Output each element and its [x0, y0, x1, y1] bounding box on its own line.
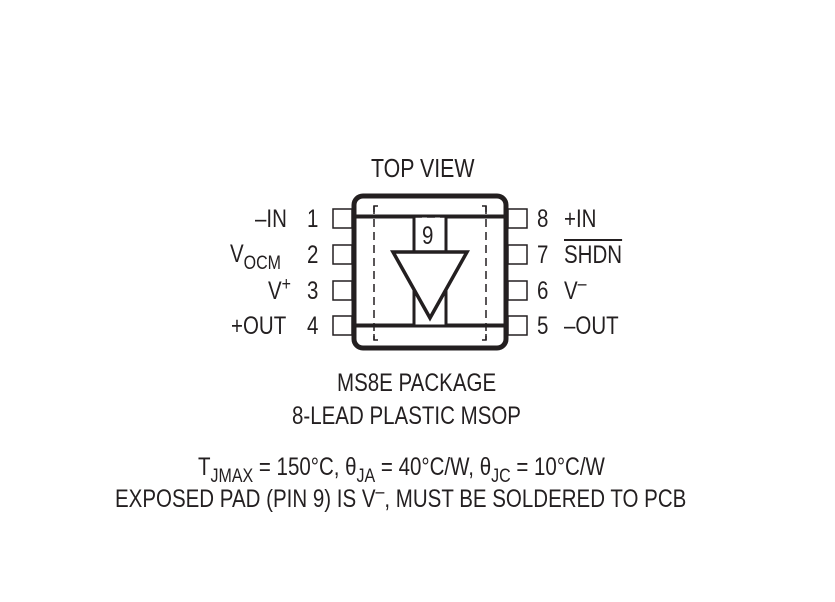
- package-body: [351, 193, 509, 351]
- exposed-pad-number: 9: [422, 222, 434, 250]
- package-name: MS8E PACKAGE: [337, 369, 497, 397]
- pin-label-shdn: SHDN: [564, 241, 623, 269]
- right-pin-pads: [507, 208, 528, 336]
- pin-label: +OUT: [231, 312, 287, 340]
- package-description: 8-LEAD PLASTIC MSOP: [292, 402, 521, 430]
- pin-number: 2: [307, 241, 319, 269]
- amplifier-frame: [356, 215, 504, 327]
- pin-label: –IN: [255, 205, 287, 233]
- pin-number: 8: [537, 205, 549, 233]
- left-pin-pads: [332, 208, 353, 336]
- pin-number: 4: [307, 312, 319, 340]
- top-view-title: TOP VIEW: [371, 153, 475, 183]
- pin-label: V–: [564, 273, 587, 305]
- pin-label: +IN: [564, 205, 597, 233]
- exposed-pad-outline: [373, 206, 487, 340]
- pin-label: VOCM: [230, 240, 281, 274]
- pin-number: 6: [537, 277, 549, 305]
- pin-number: 5: [537, 312, 549, 340]
- amplifier-triangle-icon: [390, 250, 470, 322]
- pin-number: 7: [537, 241, 549, 269]
- pin-label: V+: [268, 273, 292, 305]
- exposed-pad-note: EXPOSED PAD (PIN 9) IS V–, MUST BE SOLDE…: [115, 481, 687, 513]
- pin-number: 1: [307, 205, 319, 233]
- pin-label: –OUT: [564, 312, 619, 340]
- thermal-specs: TJMAX = 150°C, θJA = 40°C/W, θJC = 10°C/…: [198, 453, 605, 487]
- pin-number: 3: [307, 277, 319, 305]
